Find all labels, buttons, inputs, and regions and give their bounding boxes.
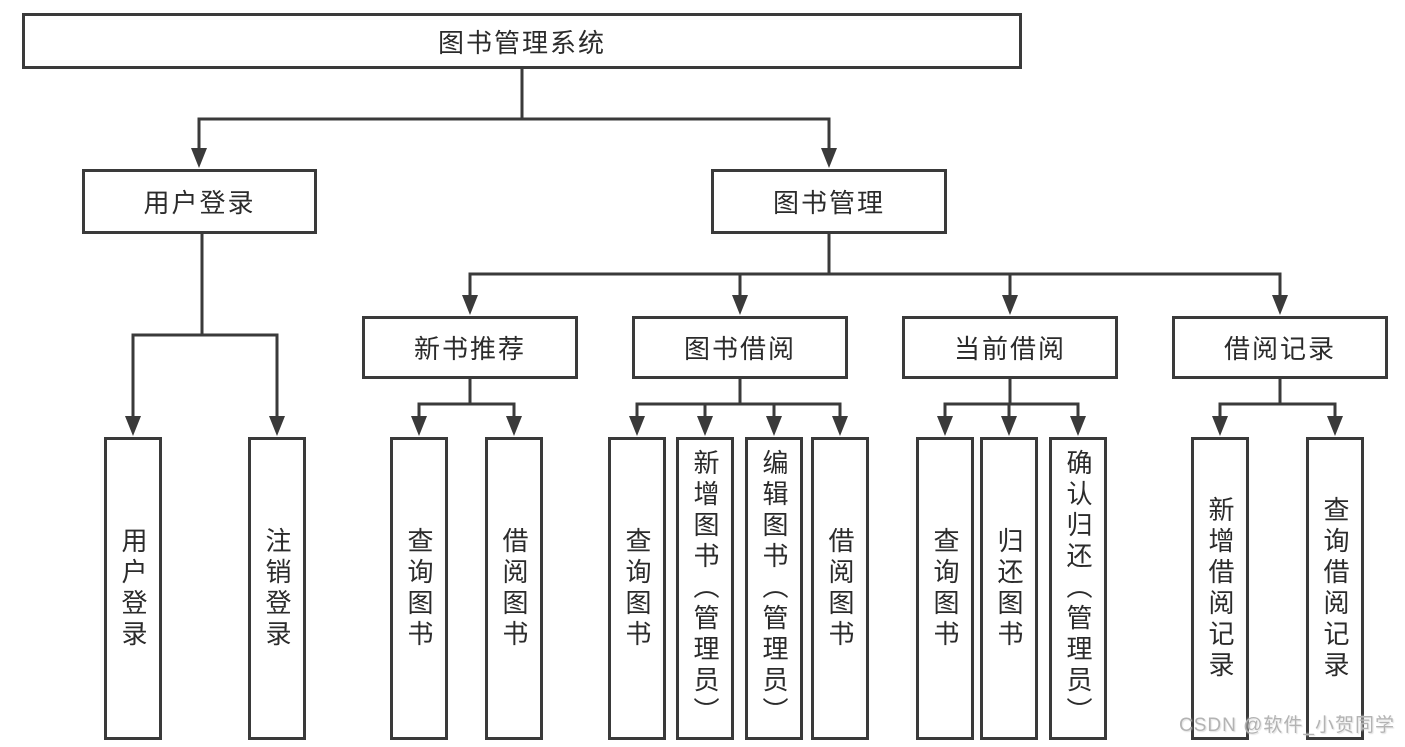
node-book-borrow: 图书借阅	[632, 316, 848, 379]
arrowhead-down-icon	[125, 416, 141, 436]
arrowhead-down-icon	[1327, 416, 1343, 436]
connector-new-book-to-leaves	[411, 379, 522, 436]
leaf-logout: 注销登录	[248, 437, 306, 740]
arrowhead-down-icon	[937, 416, 953, 436]
leaf-query-books: 查询图书	[916, 437, 974, 740]
connector-user-login-to-leaves	[125, 234, 285, 436]
leaf-query-borrow-record: 查询借阅记录	[1306, 437, 1364, 740]
arrowhead-down-icon	[732, 295, 748, 315]
leaf-return-books: 归还图书	[980, 437, 1038, 740]
leaf-query-books: 查询图书	[608, 437, 666, 740]
arrowhead-down-icon	[411, 416, 427, 436]
arrowhead-down-icon	[697, 416, 713, 436]
leaf-query-books: 查询图书	[390, 437, 448, 740]
connector-borrow-records-to-leaves	[1212, 379, 1343, 436]
node-user-login: 用户登录	[82, 169, 317, 234]
leaf-add-borrow-record: 新增借阅记录	[1191, 437, 1249, 740]
leaf-borrow-books: 借阅图书	[485, 437, 543, 740]
node-new-book-recommend: 新书推荐	[362, 316, 578, 379]
node-current-borrow: 当前借阅	[902, 316, 1118, 379]
arrowhead-down-icon	[1001, 416, 1017, 436]
leaf-edit-books-admin: 编辑图书（管理员）	[745, 437, 803, 740]
arrowhead-down-icon	[1002, 295, 1018, 315]
arrowhead-down-icon	[766, 416, 782, 436]
arrowhead-down-icon	[832, 416, 848, 436]
arrowhead-down-icon	[506, 416, 522, 436]
node-library-management-system: 图书管理系统	[22, 13, 1022, 69]
connector-root-to-level2	[191, 69, 837, 168]
node-book-management: 图书管理	[711, 169, 947, 234]
connector-book-borrow-to-leaves	[629, 379, 848, 436]
node-borrow-records: 借阅记录	[1172, 316, 1388, 379]
arrowhead-down-icon	[1070, 416, 1086, 436]
watermark: CSDN @软件_小贺同学	[1179, 715, 1395, 736]
leaf-add-books-admin: 新增图书（管理员）	[676, 437, 734, 740]
arrowhead-down-icon	[462, 295, 478, 315]
leaf-borrow-books: 借阅图书	[811, 437, 869, 740]
arrowhead-down-icon	[269, 416, 285, 436]
arrowhead-down-icon	[1212, 416, 1228, 436]
leaf-confirm-return-admin: 确认归还（管理员）	[1049, 437, 1107, 740]
arrowhead-down-icon	[821, 148, 837, 168]
arrowhead-down-icon	[1272, 295, 1288, 315]
leaf-user-login: 用户登录	[104, 437, 162, 740]
arrowhead-down-icon	[191, 148, 207, 168]
connector-current-borrow-to-leaves	[937, 379, 1086, 436]
connector-book-management-to-level3	[462, 234, 1288, 315]
arrowhead-down-icon	[629, 416, 645, 436]
